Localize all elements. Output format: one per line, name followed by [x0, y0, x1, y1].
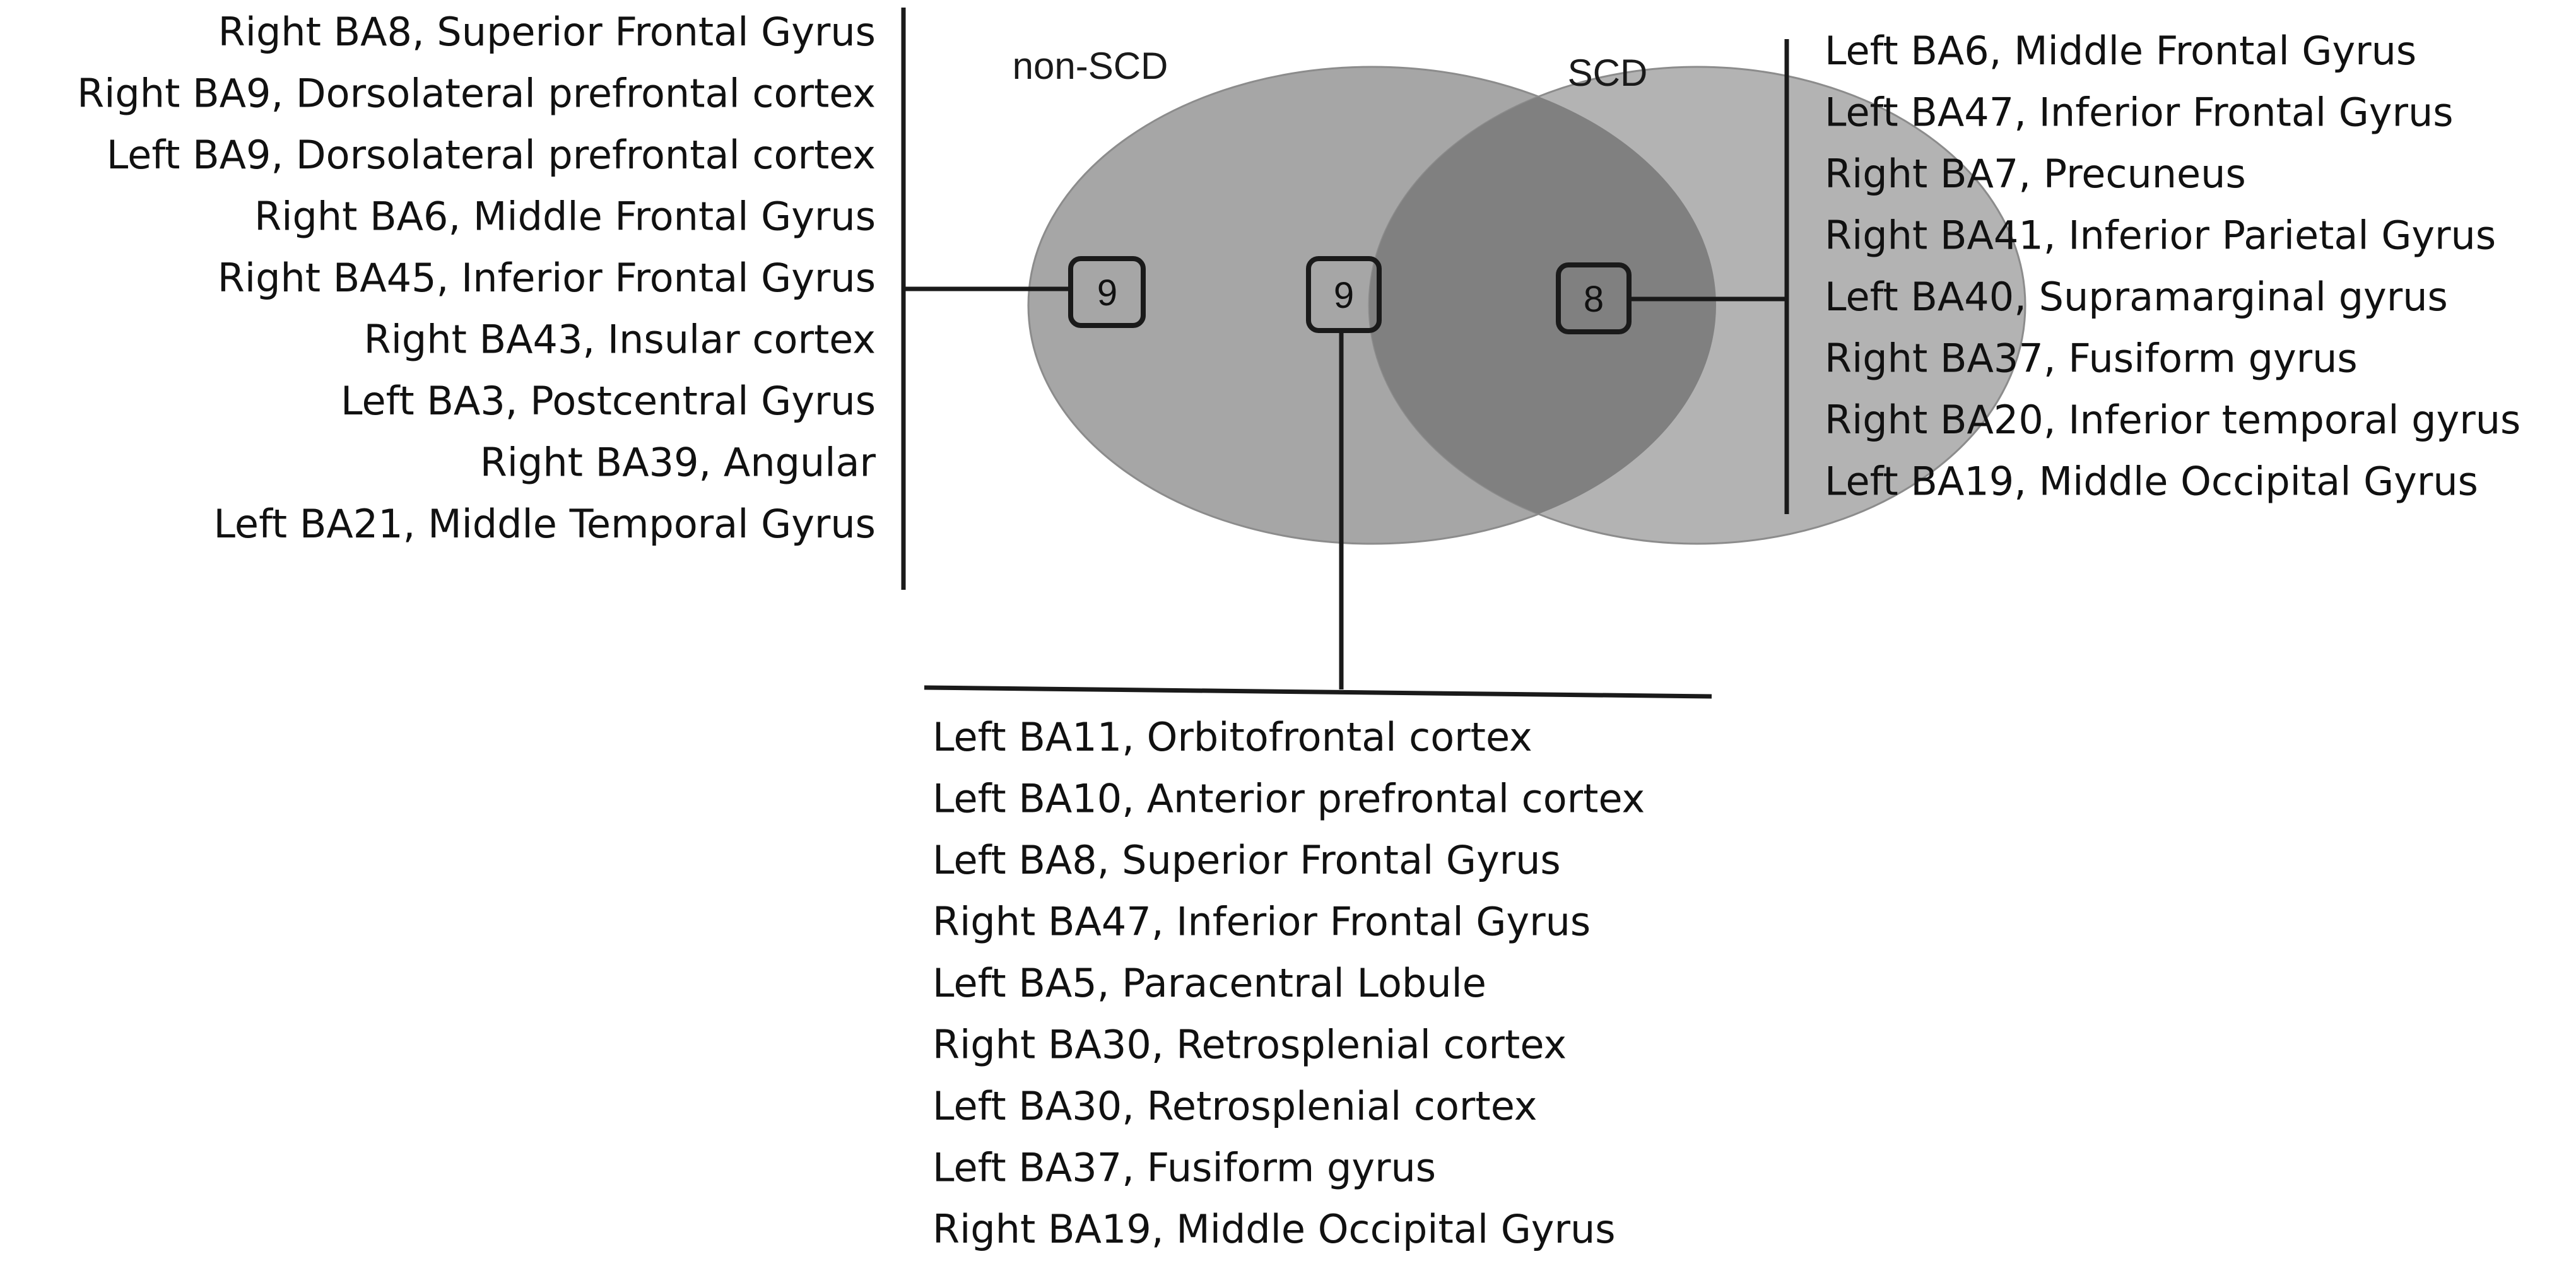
- region-item: Right BA41, Inferior Parietal Gyrus: [1825, 213, 2496, 259]
- region-item: Left BA3, Postcentral Gyrus: [341, 378, 876, 424]
- region-item: Left BA6, Middle Frontal Gyrus: [1825, 28, 2416, 74]
- region-item: Right BA47, Inferior Frontal Gyrus: [932, 899, 1591, 945]
- region-item: Left BA8, Superior Frontal Gyrus: [932, 837, 1561, 883]
- count-shared: 9: [1334, 275, 1354, 316]
- region-item: Right BA45, Inferior Frontal Gyrus: [218, 255, 876, 301]
- overlap-region: [1369, 67, 1716, 544]
- region-item: Right BA19, Middle Occipital Gyrus: [932, 1206, 1616, 1252]
- region-item: Right BA39, Angular: [480, 440, 876, 486]
- region-item: Right BA20, Inferior temporal gyrus: [1825, 397, 2520, 443]
- region-item: Left BA40, Supramarginal gyrus: [1825, 274, 2448, 320]
- count-box-non-scd: 9: [1068, 256, 1146, 328]
- region-item: Right BA8, Superior Frontal Gyrus: [218, 9, 876, 55]
- region-item: Left BA37, Fusiform gyrus: [932, 1145, 1436, 1191]
- count-scd-only: 8: [1584, 279, 1604, 320]
- region-item: Left BA5, Paracentral Lobule: [932, 960, 1486, 1006]
- region-item: Left BA47, Inferior Frontal Gyrus: [1825, 90, 2454, 136]
- count-box-shared: 9: [1306, 256, 1382, 333]
- non-scd-label: non-SCD: [1013, 45, 1168, 87]
- count-box-scd: 8: [1556, 262, 1632, 334]
- bottom-bracket-line: [924, 685, 1712, 699]
- region-item: Right BA30, Retrosplenial cortex: [932, 1022, 1567, 1068]
- region-item: Left BA21, Middle Temporal Gyrus: [213, 501, 876, 547]
- region-item: Right BA6, Middle Frontal Gyrus: [254, 194, 876, 240]
- count-non-scd-only: 9: [1097, 273, 1117, 314]
- region-item: Right BA9, Dorsolateral prefrontal corte…: [77, 71, 876, 117]
- region-item: Left BA11, Orbitofrontal cortex: [932, 714, 1532, 760]
- connector-lines: [901, 8, 1789, 699]
- region-item: Right BA43, Insular cortex: [364, 317, 876, 363]
- region-item: Right BA7, Precuneus: [1825, 151, 2246, 197]
- scd-label: SCD: [1568, 52, 1648, 94]
- region-item: Left BA9, Dorsolateral prefrontal cortex: [107, 132, 876, 178]
- region-item: Right BA37, Fusiform gyrus: [1825, 336, 2358, 382]
- region-item: Left BA19, Middle Occipital Gyrus: [1825, 459, 2478, 505]
- region-item: Left BA10, Anterior prefrontal cortex: [932, 776, 1645, 822]
- region-item: Left BA30, Retrosplenial cortex: [932, 1083, 1537, 1129]
